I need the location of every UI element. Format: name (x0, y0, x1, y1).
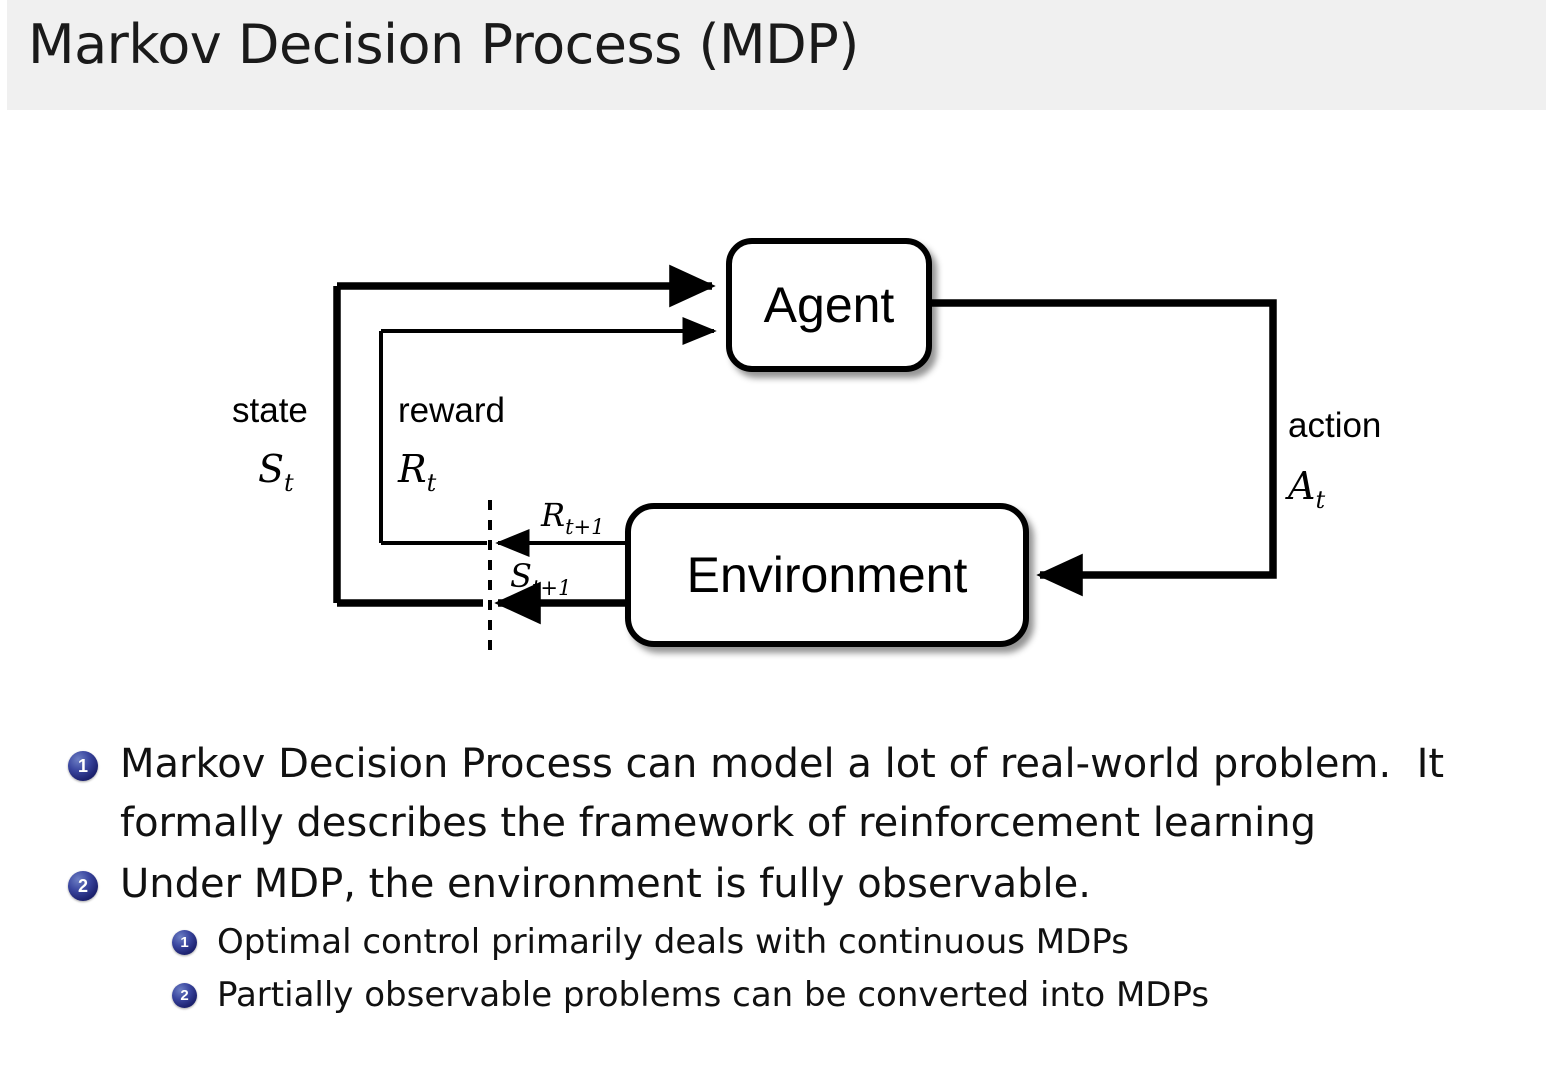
sub-list-item: 2 Partially observable problems can be c… (172, 969, 1546, 1022)
reward-label-symbol: Rt (397, 447, 437, 497)
reward-label-word: reward (398, 391, 505, 430)
sub-list-item-line: Optimal control primarily deals with con… (217, 922, 1129, 962)
environment-node (625, 503, 1029, 647)
bullet-marker-2: 2 (68, 871, 98, 901)
title-bar-left-accent (0, 0, 7, 110)
sub-list-item: 1 Optimal control primarily deals with c… (172, 916, 1546, 969)
state-label-symbol: St (258, 447, 294, 497)
action-edge (928, 299, 1277, 597)
slide-title-bar: Markov Decision Process (MDP) (0, 0, 1546, 110)
next-state-label: St+1 (510, 557, 571, 600)
bullet-marker-1: 1 (68, 751, 98, 781)
environment-node-label: Environment (687, 547, 968, 603)
next-reward-label: Rt+1 (540, 496, 605, 539)
list-item: 2 Under MDP, the environment is fully ob… (68, 855, 1546, 914)
sub-list-item-text: Partially observable problems can be con… (197, 969, 1209, 1022)
list-item: 1 Markov Decision Process can model a lo… (68, 735, 1546, 853)
bullet-list: 1 Markov Decision Process can model a lo… (0, 735, 1546, 1022)
page-title: Markov Decision Process (MDP) (28, 13, 859, 76)
agent-node (726, 238, 932, 372)
action-label-symbol: At (1285, 464, 1325, 514)
sub-bullet-marker-1: 1 (172, 930, 197, 955)
list-item-line: Markov Decision Process can model a lot … (120, 741, 1445, 787)
action-label-word: action (1288, 406, 1381, 445)
list-item-line: Under MDP, the environment is fully obse… (120, 861, 1091, 907)
sub-list-item-text: Optimal control primarily deals with con… (197, 916, 1129, 969)
sub-bullet-marker-2: 2 (172, 983, 197, 1008)
mdp-interaction-diagram: Agent Environment state St reward Rt act… (0, 110, 1546, 700)
list-item-line: formally describes the framework of rein… (120, 800, 1316, 846)
list-item-text: Markov Decision Process can model a lot … (98, 735, 1444, 853)
list-item-text: Under MDP, the environment is fully obse… (98, 855, 1091, 914)
agent-node-label: Agent (764, 277, 895, 333)
state-label-word: state (232, 391, 308, 430)
sub-list-item-line: Partially observable problems can be con… (217, 975, 1210, 1015)
